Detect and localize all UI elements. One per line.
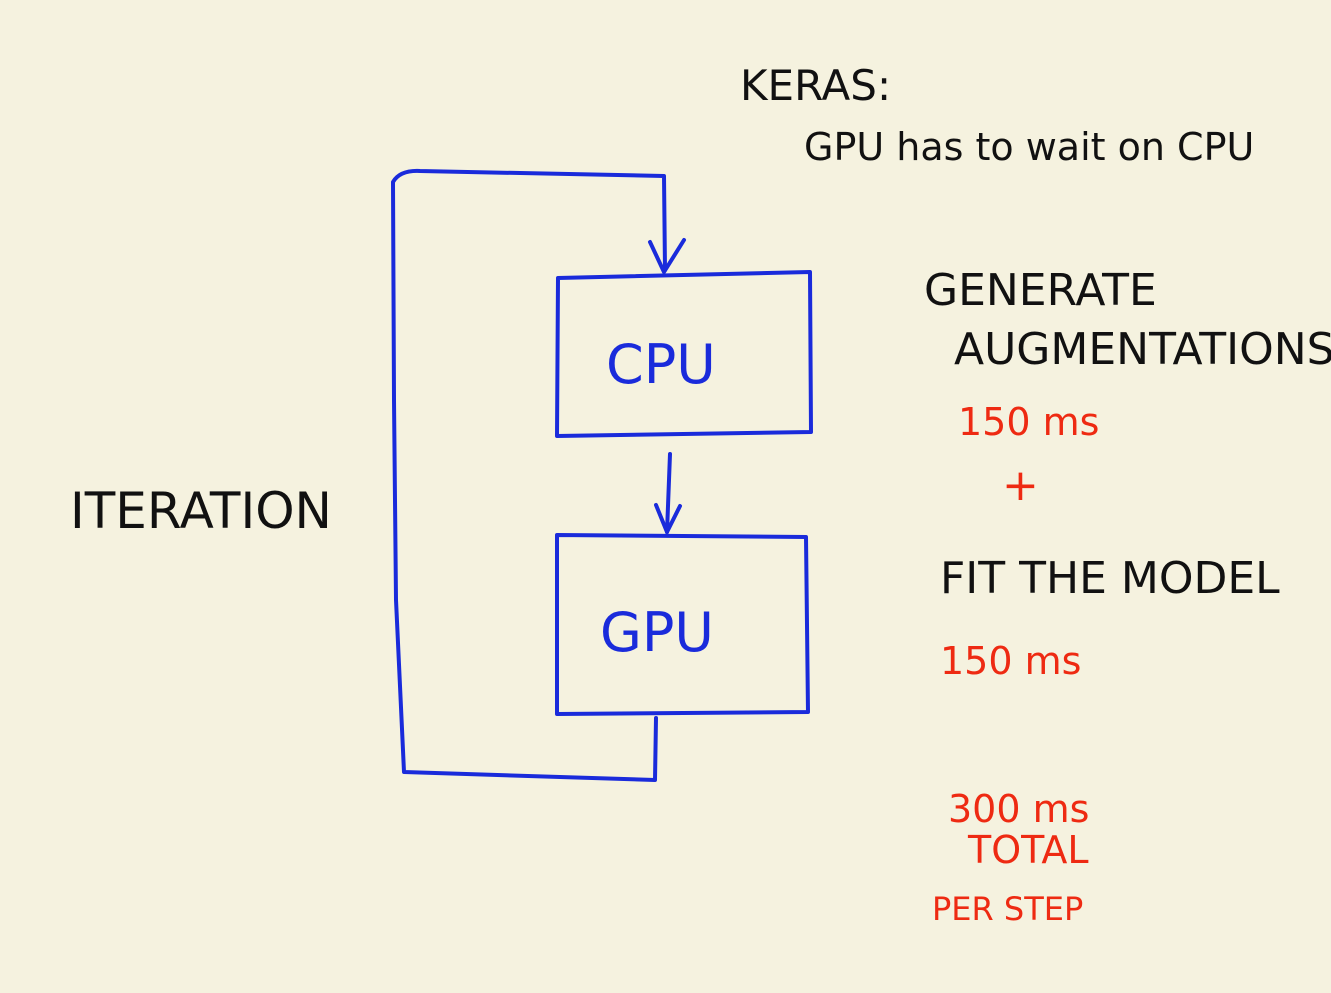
cpu-box [555, 270, 813, 438]
iteration-label: ITERATION [70, 482, 332, 540]
total-label: TOTAL [967, 828, 1089, 872]
step1-line1: GENERATE [924, 265, 1157, 316]
iteration-loop-line [391, 168, 667, 782]
cpu-to-gpu-arrowhead [654, 503, 682, 534]
plus-sign: + [1002, 460, 1039, 511]
step2-label: FIT THE MODEL [940, 553, 1280, 604]
per-step-label: PER STEP [932, 890, 1083, 928]
header-subtitle: GPU has to wait on CPU [804, 125, 1254, 169]
header-title: KERAS: [740, 61, 891, 110]
step1-line2: AUGMENTATIONS [954, 324, 1331, 375]
step2-time: 150 ms [940, 639, 1081, 683]
gpu-box [555, 533, 810, 716]
total-amount: 300 ms [948, 787, 1089, 831]
step1-time: 150 ms [958, 400, 1099, 444]
cpu-to-gpu-arrow-line [665, 452, 672, 534]
loop-arrowhead [648, 238, 686, 274]
cpu-box-label: CPU [606, 333, 716, 396]
gpu-box-label: GPU [600, 601, 714, 664]
